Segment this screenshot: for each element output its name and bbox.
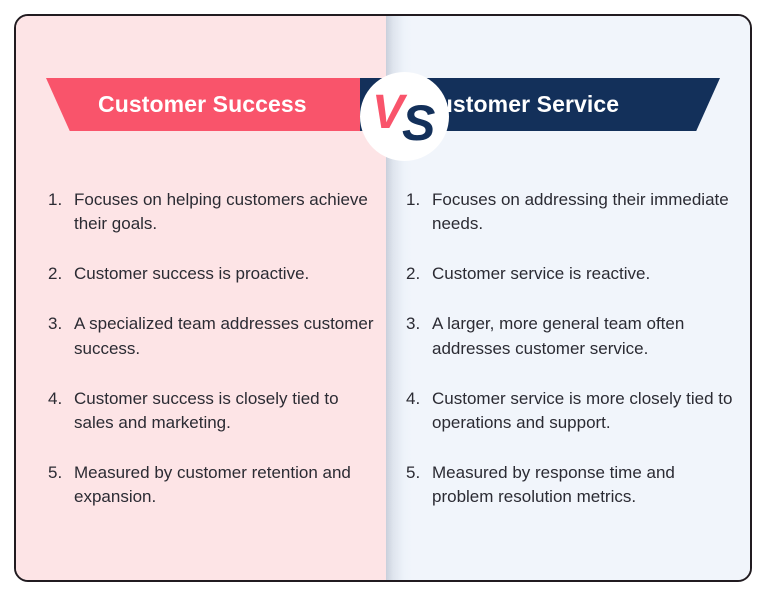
list-item-text: Measured by response time and problem re… xyxy=(432,462,675,506)
list-item-text: A specialized team addresses customer su… xyxy=(74,314,374,358)
list-item: 4. Customer success is closely tied to s… xyxy=(48,387,378,435)
list-item: 4. Customer service is more closely tied… xyxy=(406,387,736,435)
list-item-text: Focuses on helping customers achieve the… xyxy=(74,190,368,234)
list-item-text: A larger, more general team often addres… xyxy=(432,314,685,358)
list-item: 2. Customer service is reactive. xyxy=(406,262,736,286)
list-item: 5. Measured by customer retention and ex… xyxy=(48,461,378,509)
list-item: 1. Focuses on helping customers achieve … xyxy=(48,188,378,236)
list-item-text: Measured by customer retention and expan… xyxy=(74,462,351,506)
list-item-text: Customer service is more closely tied to… xyxy=(432,388,733,432)
list-item: 1. Focuses on addressing their immediate… xyxy=(406,188,736,236)
list-item-number: 2. xyxy=(48,264,63,284)
vs-badge: V S xyxy=(360,72,449,161)
list-item-text: Customer success is closely tied to sale… xyxy=(74,388,339,432)
list-item: 3. A specialized team addresses customer… xyxy=(48,312,378,360)
banner-customer-success: Customer Success xyxy=(46,78,406,131)
list-item-number: 1. xyxy=(48,190,63,209)
vs-letter-s: S xyxy=(402,95,436,151)
list-item-number: 3. xyxy=(406,314,421,334)
list-item-number: 5. xyxy=(406,462,421,482)
vs-letter-v: V xyxy=(372,86,405,139)
banner-left-title: Customer Success xyxy=(98,91,307,117)
list-item: 3. A larger, more general team often add… xyxy=(406,312,736,360)
list-item-number: 5. xyxy=(48,462,63,482)
customer-service-list: 1. Focuses on addressing their immediate… xyxy=(406,188,736,509)
list-item-number: 2. xyxy=(406,264,421,284)
list-item-text: Customer success is proactive. xyxy=(74,264,310,284)
list-item-number: 1. xyxy=(406,190,421,209)
comparison-card: Customer Success Customer Service V S 1.… xyxy=(14,14,752,582)
list-item: 2. Customer success is proactive. xyxy=(48,262,378,286)
list-item: 5. Measured by response time and problem… xyxy=(406,461,736,509)
list-item-number: 3. xyxy=(48,314,63,334)
banner-right-title: Customer Service xyxy=(422,91,620,117)
list-item-text: Customer service is reactive. xyxy=(432,264,651,284)
list-item-text: Focuses on addressing their immediate ne… xyxy=(432,190,729,234)
customer-success-list: 1. Focuses on helping customers achieve … xyxy=(48,188,378,509)
list-item-number: 4. xyxy=(48,388,63,408)
list-item-number: 4. xyxy=(406,388,421,408)
